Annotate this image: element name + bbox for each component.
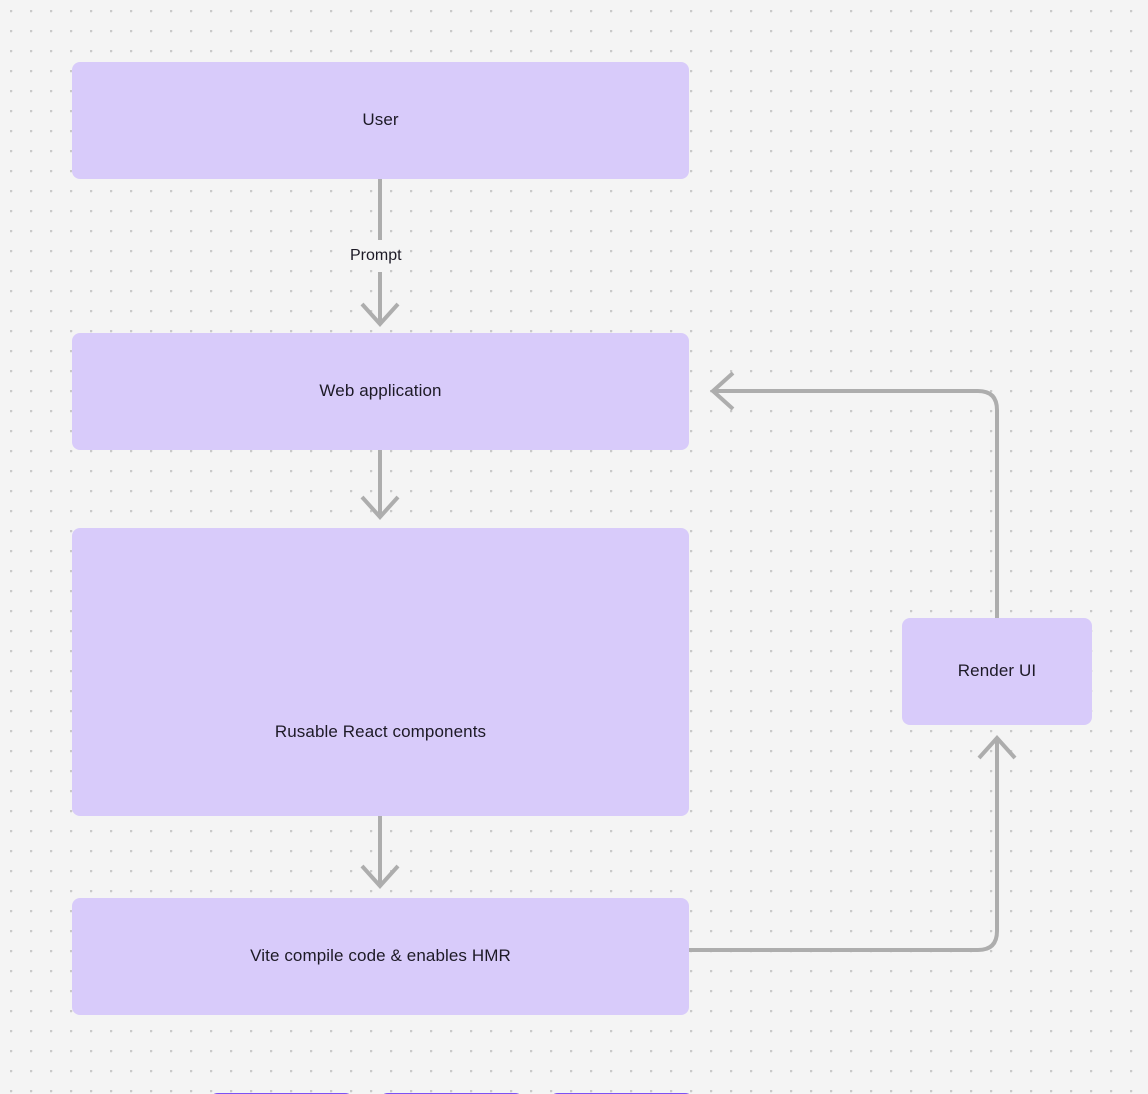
- node-web-application-label: Web application: [319, 381, 442, 401]
- node-react-components[interactable]: HTML = structure CSS = Styles & Layouts …: [72, 528, 694, 1094]
- edge-label-prompt: Prompt: [344, 246, 408, 266]
- node-user-label: User: [362, 110, 399, 130]
- edge-vite-to-render: [689, 735, 1017, 952]
- edge-webapp-to-react: [360, 450, 400, 520]
- node-user[interactable]: User: [72, 62, 689, 179]
- node-web-application[interactable]: Web application: [72, 333, 689, 450]
- edge-render-to-webapp: [710, 371, 999, 618]
- node-render-ui-label: Render UI: [957, 661, 1037, 681]
- node-render-ui[interactable]: Render UI: [902, 618, 1092, 725]
- node-react-components-caption: Rusable React components: [274, 722, 487, 741]
- node-vite-label: Vite compile code & enables HMR: [250, 946, 511, 966]
- node-vite[interactable]: Vite compile code & enables HMR: [72, 898, 689, 1015]
- edge-react-to-vite: [360, 816, 400, 889]
